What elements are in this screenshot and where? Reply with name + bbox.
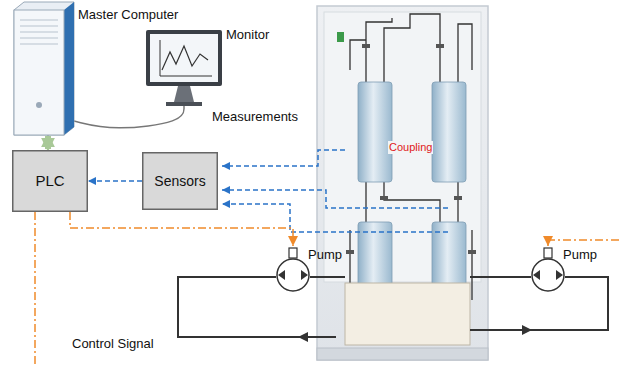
connector [74,106,184,128]
node-label: Pump [563,248,597,263]
signal-label: Measurements [212,110,298,125]
control-signal-lines [35,212,619,366]
monitor-icon-outline [146,30,222,106]
flow-arrow [298,332,308,342]
box-label: Sensors [154,173,205,189]
node-label: Monitor [226,28,269,43]
pump-symbol-outline [531,258,565,292]
part-label: Coupling [388,141,433,154]
computer-icon-outline [14,2,74,135]
connector [70,212,293,246]
plc-box: PLC [12,150,88,212]
monitor-icon: Monitor [146,30,222,106]
box-label: PLC [35,172,64,189]
connector [45,136,51,149]
test-rig [317,6,488,360]
pump-symbol: Pump [531,258,565,292]
sensors-box: Sensors [142,152,218,210]
signal-label: Control Signal [72,337,154,352]
node-label: Master Computer [78,8,178,23]
computer-icon: Master Computer [14,2,74,135]
measurement-lines [222,150,448,232]
pump-symbol-outline [276,258,310,292]
node-label: Pump [308,248,342,263]
pump-symbol: Pump [276,258,310,292]
flow-arrow [522,325,532,335]
connector [88,180,142,182]
